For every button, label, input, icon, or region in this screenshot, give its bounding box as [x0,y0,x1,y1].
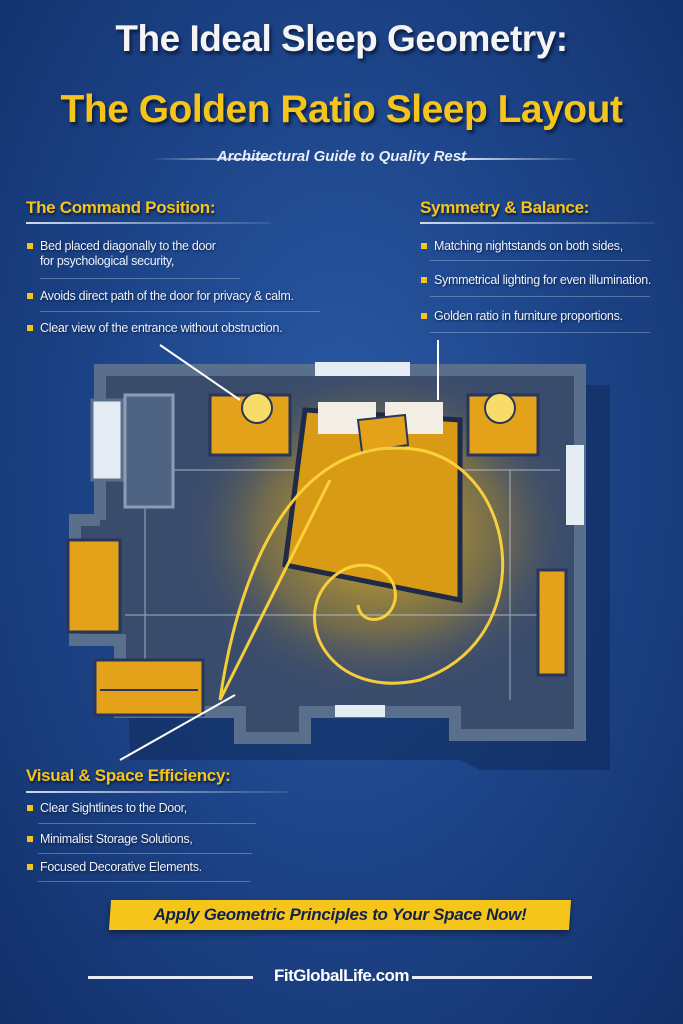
subtitle: Architectural Guide to Quality Rest [216,148,467,165]
divider [26,222,271,224]
footer-site: FitGlobalLife.com [273,966,410,985]
lamp-right [484,392,516,424]
divider [40,278,240,279]
bullet-item: Focused Decorative Elements. [27,860,202,874]
divider [88,976,253,979]
divider [150,158,270,160]
divider [38,881,250,882]
dresser [93,658,205,717]
cabinet-right [536,568,568,677]
door [90,398,124,482]
window-top [315,362,410,376]
cushion [356,413,410,454]
divider [40,311,320,312]
divider [38,823,256,824]
bullet-item: Bed placed diagonally to the door [27,239,216,253]
wardrobe [123,393,175,509]
divider [38,853,252,854]
title-line-2: The Golden Ratio Sleep Layout [60,88,623,131]
section-heading-command: The Command Position: [26,198,216,217]
cta-label[interactable]: Apply Geometric Principles to Your Space… [153,905,527,924]
bullet-item: Clear Sightlines to the Door, [27,801,187,815]
pointer-arrow [119,340,439,761]
bullet-item-continuation: for psychological security, [40,254,175,268]
bullet-item: Matching nightstands on both sides, [421,239,623,253]
divider [412,976,592,979]
tv-console [66,538,122,634]
floor-plan-diagram [66,340,610,770]
bullet-item: Golden ratio in furniture proportions. [421,309,623,323]
section-heading-symmetry: Symmetry & Balance: [420,198,590,217]
golden-spiral [218,446,504,701]
divider [420,222,655,224]
window-right [566,445,584,525]
title-line-1: The Ideal Sleep Geometry: [115,18,568,59]
section-heading-efficiency: Visual & Space Efficiency: [26,766,231,785]
divider [430,260,650,261]
bullet-item: Symmetrical lighting for even illuminati… [420,273,652,287]
divider [430,296,650,297]
bullet-item: Clear view of the entrance without obstr… [26,321,283,335]
window-bottom [335,705,385,717]
bullet-item: Avoids direct path of the door for priva… [27,289,294,303]
divider [26,791,288,793]
lamp-left [241,392,273,424]
divider [430,332,650,333]
bullet-item: Minimalist Storage Solutions, [26,832,193,846]
